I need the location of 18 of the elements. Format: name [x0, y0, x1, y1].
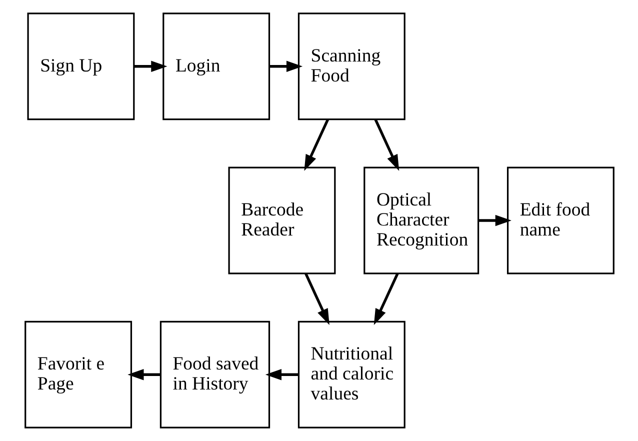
node-box: Favorit e Page	[24, 320, 132, 428]
arrow	[304, 272, 329, 325]
node-box: Food saved in History	[159, 320, 270, 428]
node-box: Optical Character Recognition	[363, 166, 479, 274]
arrow	[304, 118, 329, 171]
node-box: Scanning Food	[297, 12, 405, 120]
arrow	[478, 214, 511, 226]
node-box: Login	[162, 12, 270, 120]
node-box: Edit food name	[506, 166, 614, 274]
arrow	[269, 60, 302, 72]
node-box: Barcode Reader	[228, 166, 336, 274]
arrow	[264, 368, 298, 380]
node-box: Nutritional and caloric values	[297, 320, 405, 428]
arrow	[373, 272, 398, 325]
arrow	[374, 118, 399, 171]
node-box: Sign Up	[26, 12, 134, 120]
arrow	[127, 368, 160, 380]
arrow	[134, 60, 167, 72]
